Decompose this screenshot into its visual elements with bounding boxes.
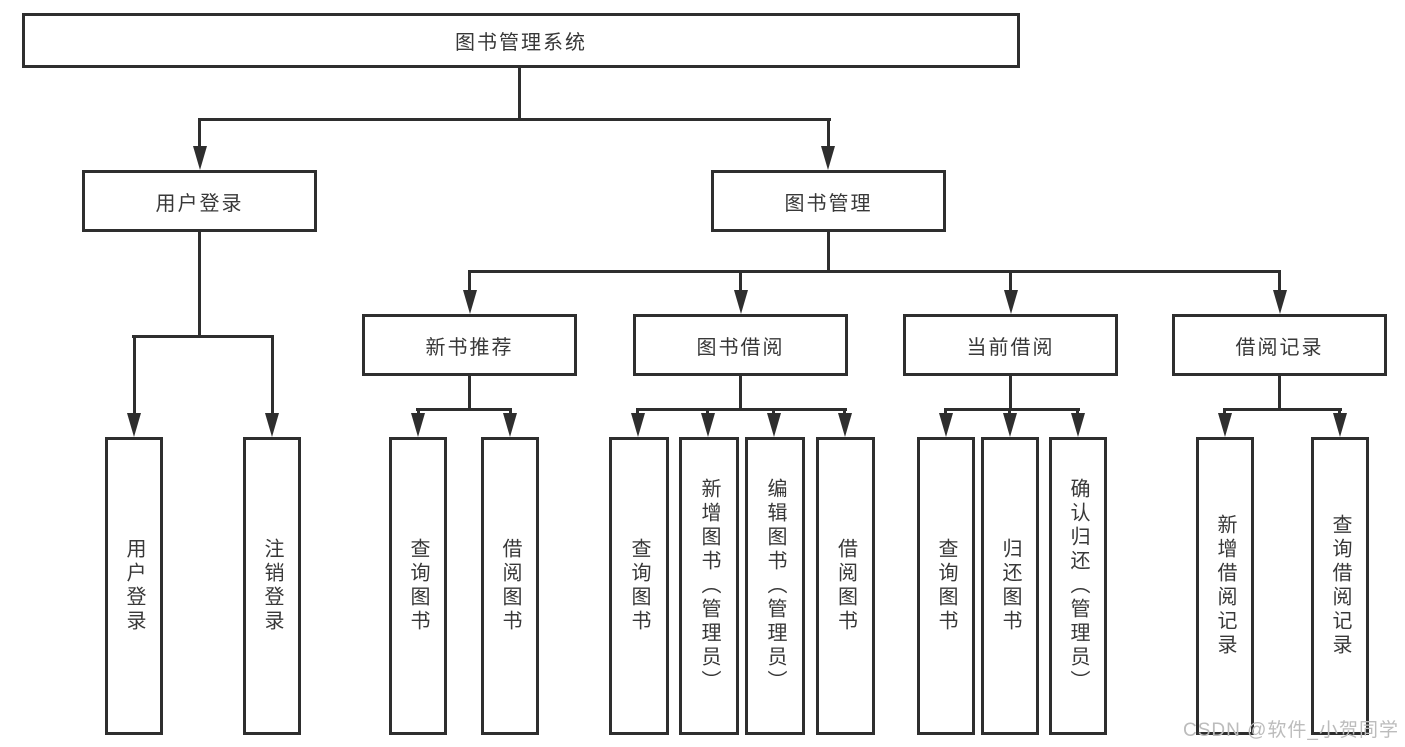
connector-drop-leaf xyxy=(772,408,775,416)
connector-borrow-stem xyxy=(739,376,742,408)
leaf-borrow-edit-books-admin: 编辑图书（管理员） xyxy=(745,437,805,735)
node-library-system: 图书管理系统 xyxy=(22,13,1020,68)
connector-drop-group xyxy=(468,270,471,292)
node-user-login: 用户登录 xyxy=(82,170,317,232)
node-book-borrow: 图书借阅 xyxy=(633,314,848,376)
arrow-down-icon xyxy=(463,290,477,314)
connector-borrow-rail xyxy=(636,408,847,411)
csdn-watermark: CSDN @软件_小贺同学 xyxy=(1183,720,1399,741)
arrow-down-icon xyxy=(631,413,645,437)
connector-drop-leaf xyxy=(1338,408,1341,416)
leaf-borrow-add-books-admin: 新增图书（管理员） xyxy=(679,437,739,735)
connector-drop-user-login xyxy=(198,118,201,148)
leaf-records-add-record: 新增借阅记录 xyxy=(1196,437,1254,735)
connector-drop-group xyxy=(739,270,742,292)
connector-drop-leaf xyxy=(271,335,274,415)
connector-drop-book-management xyxy=(827,118,830,148)
leaf-current-confirm-return-admin: 确认归还（管理员） xyxy=(1049,437,1107,735)
connector-drop-leaf xyxy=(417,408,420,416)
arrow-down-icon xyxy=(939,413,953,437)
connector-bookmgmt-stem xyxy=(827,232,830,270)
arrow-down-icon xyxy=(193,146,207,170)
arrow-down-icon xyxy=(1003,413,1017,437)
arrow-down-icon xyxy=(734,290,748,314)
connector-recommend-stem xyxy=(468,376,471,408)
leaf-logout: 注销登录 xyxy=(243,437,301,735)
arrow-down-icon xyxy=(701,413,715,437)
connector-drop-group xyxy=(1009,270,1012,292)
connector-drop-leaf xyxy=(133,335,136,415)
connector-userlogin-stem xyxy=(198,232,201,335)
connector-drop-leaf xyxy=(706,408,709,416)
connector-drop-leaf xyxy=(636,408,639,416)
connector-current-stem xyxy=(1009,376,1012,408)
connector-userlogin-rail xyxy=(132,335,274,338)
arrow-down-icon xyxy=(821,146,835,170)
connector-drop-group xyxy=(1278,270,1281,292)
connector-root-stem xyxy=(518,68,521,118)
node-new-book-recommend: 新书推荐 xyxy=(362,314,577,376)
leaf-current-return-books: 归还图书 xyxy=(981,437,1039,735)
connector-drop-leaf xyxy=(1076,408,1079,416)
arrow-down-icon xyxy=(1071,413,1085,437)
connector-drop-leaf xyxy=(843,408,846,416)
arrow-down-icon xyxy=(127,413,141,437)
arrow-down-icon xyxy=(1004,290,1018,314)
node-current-borrow: 当前借阅 xyxy=(903,314,1118,376)
connector-drop-leaf xyxy=(944,408,947,416)
arrow-down-icon xyxy=(838,413,852,437)
leaf-current-query-books: 查询图书 xyxy=(917,437,975,735)
leaf-user-login: 用户登录 xyxy=(105,437,163,735)
leaf-borrow-borrow-books: 借阅图书 xyxy=(816,437,875,735)
connector-bookmgmt-rail xyxy=(468,270,1281,273)
leaf-recommend-query-books: 查询图书 xyxy=(389,437,447,735)
connector-recommend-rail xyxy=(416,408,512,411)
arrow-down-icon xyxy=(767,413,781,437)
connector-root-rail xyxy=(198,118,831,121)
arrow-down-icon xyxy=(1273,290,1287,314)
connector-records-stem xyxy=(1278,376,1281,408)
node-borrow-records: 借阅记录 xyxy=(1172,314,1387,376)
connector-current-rail xyxy=(944,408,1080,411)
connector-records-rail xyxy=(1223,408,1342,411)
arrow-down-icon xyxy=(411,413,425,437)
leaf-records-query-record: 查询借阅记录 xyxy=(1311,437,1369,735)
connector-drop-leaf xyxy=(1008,408,1011,416)
leaf-borrow-query-books: 查询图书 xyxy=(609,437,669,735)
leaf-recommend-borrow-books: 借阅图书 xyxy=(481,437,539,735)
connector-drop-leaf xyxy=(509,408,512,416)
node-book-management: 图书管理 xyxy=(711,170,946,232)
arrow-down-icon xyxy=(503,413,517,437)
arrow-down-icon xyxy=(1218,413,1232,437)
arrow-down-icon xyxy=(1333,413,1347,437)
arrow-down-icon xyxy=(265,413,279,437)
connector-drop-leaf xyxy=(1223,408,1226,416)
